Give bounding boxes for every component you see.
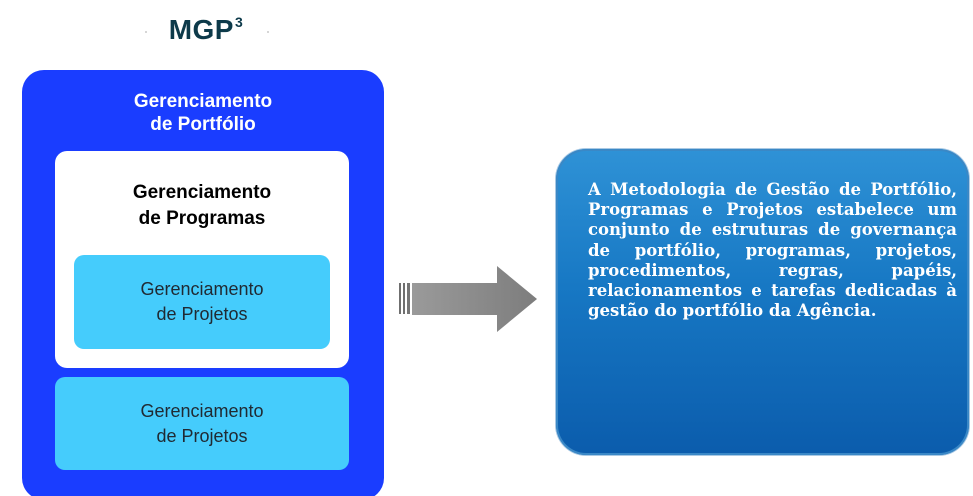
portfolio-management-label: Gerenciamento de Portfólio <box>133 91 273 135</box>
project-management-label: Gerenciamento de Projetos <box>140 279 264 324</box>
program-management-label: Gerenciamento de Programas <box>132 182 272 229</box>
project-management-label: Gerenciamento de Projetos <box>140 400 264 446</box>
title-decoration-dot <box>267 31 269 33</box>
project-management-box-in-programs: Gerenciamento de Projetos <box>74 255 330 349</box>
portfolio-management-box: Gerenciamento de Portfólio Gerenciamento… <box>22 70 384 496</box>
project-management-box-standalone: Gerenciamento de Projetos <box>55 377 349 470</box>
methodology-description-text: A Metodologia de Gestão de Portfólio, Pr… <box>588 180 957 321</box>
program-management-box: Gerenciamento de Programas Gerenciamento… <box>55 151 349 368</box>
title-main: MGP <box>168 14 234 45</box>
title-superscript: 3 <box>234 14 244 30</box>
title-decoration-dot <box>145 31 147 33</box>
methodology-description-box: A Metodologia de Gestão de Portfólio, Pr… <box>556 149 969 455</box>
right-arrow-icon <box>399 266 537 332</box>
